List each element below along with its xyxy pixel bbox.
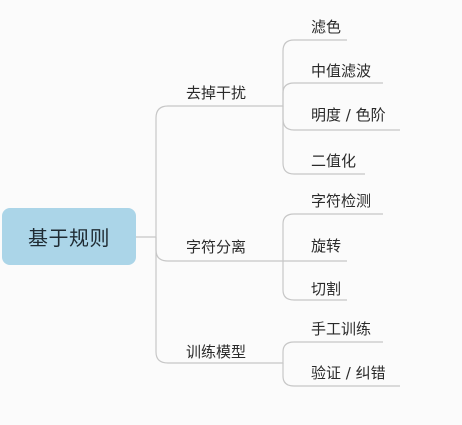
root-label: 基于规则 — [28, 226, 110, 250]
leaf-connector-2-1 — [266, 213, 383, 262]
branch-train-model[interactable]: 训练模型 — [186, 343, 247, 361]
leaf-manual-training[interactable]: 手工训练 — [311, 320, 372, 338]
leaf-connector-1-4 — [282, 106, 365, 175]
leaf-color-filter[interactable]: 滤色 — [311, 18, 342, 36]
branch-remove-interference[interactable]: 去掉干扰 — [186, 84, 247, 102]
leaf-connector-3-1 — [266, 341, 383, 364]
leaf-median-filter[interactable]: 中值滤波 — [311, 62, 372, 80]
branch-connector-1 — [155, 105, 266, 237]
leaf-connector-1-2 — [282, 82, 383, 106]
leaf-rotation[interactable]: 旋转 — [311, 237, 342, 255]
branch-character-separation[interactable]: 字符分离 — [186, 238, 247, 256]
leaf-connector-2-3 — [282, 261, 347, 301]
leaf-validation-correction[interactable]: 验证 / 纠错 — [311, 364, 386, 382]
leaf-connector-1-1 — [266, 39, 347, 107]
leaf-brightness-levels[interactable]: 明度 / 色阶 — [311, 106, 386, 124]
leaf-binarization[interactable]: 二值化 — [311, 152, 357, 170]
leaf-connector-3-2 — [282, 363, 400, 387]
leaf-cutting[interactable]: 切割 — [311, 280, 342, 298]
root-node[interactable]: 基于规则 — [2, 208, 136, 265]
branch-connector-3 — [155, 237, 266, 364]
leaf-character-detection[interactable]: 字符检测 — [311, 192, 372, 210]
